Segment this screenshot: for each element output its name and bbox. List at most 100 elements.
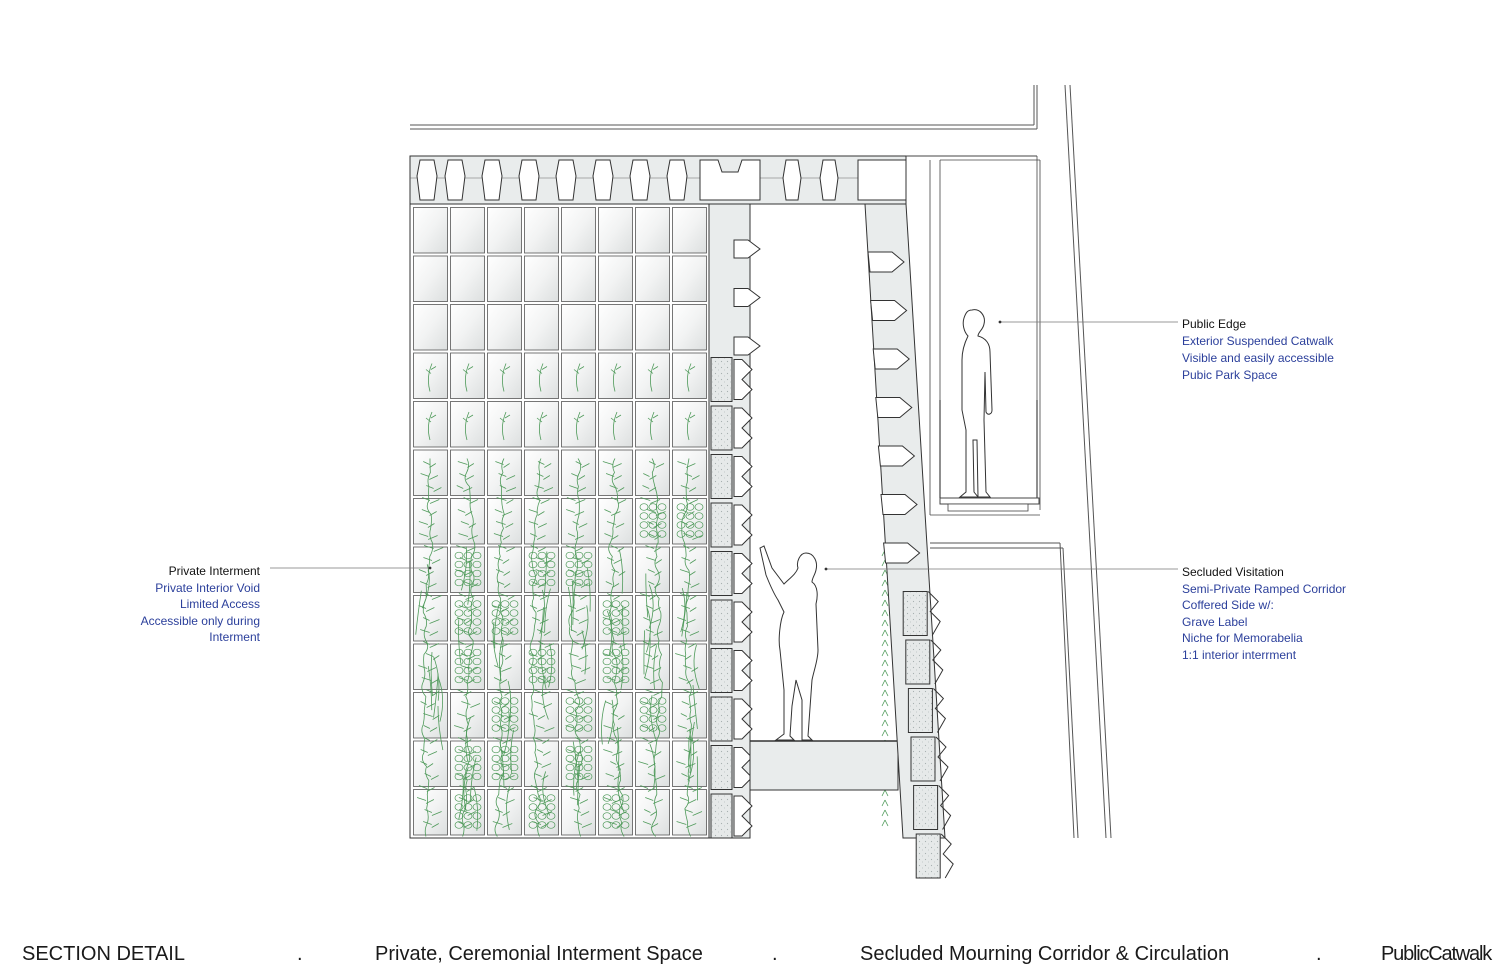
stone-icon <box>472 675 482 684</box>
stone-icon <box>611 609 621 617</box>
interment-cell <box>487 498 522 545</box>
stone-icon <box>537 812 547 820</box>
leaf-icon <box>499 593 516 600</box>
stone-icon <box>472 666 482 675</box>
leaf-icon <box>531 821 549 828</box>
leaf-icon <box>680 509 695 516</box>
stone-icon <box>648 697 658 705</box>
stone-icon <box>602 627 612 635</box>
vine-icon <box>681 458 692 837</box>
beam-coffer <box>444 159 466 201</box>
leaf-icon <box>881 799 889 807</box>
niche-coffer <box>733 504 753 546</box>
interment-cell <box>487 789 522 836</box>
corridor-left-wall <box>708 203 761 839</box>
stone-icon <box>657 530 667 538</box>
beam-coffer <box>592 159 614 201</box>
stone-icon <box>583 724 593 732</box>
stone-icon <box>694 530 704 538</box>
person-standing-icon <box>958 309 993 498</box>
leaf-icon <box>459 473 474 480</box>
leaf-icon <box>420 629 439 636</box>
stone-icon <box>620 675 630 684</box>
stone-icon <box>602 666 612 675</box>
leaf-icon <box>498 473 516 480</box>
leaf-icon <box>530 533 546 540</box>
niche-coffer <box>883 542 921 564</box>
leaf-icon <box>567 749 582 756</box>
leaf-icon <box>610 545 625 552</box>
leaf-icon <box>458 593 476 600</box>
stone-icon <box>694 512 704 520</box>
sprout-icon <box>684 411 696 441</box>
grass-icon <box>620 645 624 690</box>
stone-icon <box>583 551 593 560</box>
stone-icon <box>574 560 584 569</box>
leaf-icon <box>418 569 434 576</box>
leaf-icon <box>682 497 699 504</box>
leaf-icon <box>572 641 591 648</box>
leaf-icon <box>458 533 478 540</box>
leaf-icon <box>567 677 586 684</box>
interment-cell <box>672 449 707 496</box>
interment-cell <box>672 304 707 351</box>
grass-icon <box>430 652 433 697</box>
stone-icon <box>546 657 556 666</box>
interment-cell <box>672 352 707 399</box>
niche-coffer <box>733 407 753 449</box>
grass-icon <box>571 581 574 626</box>
grave-label-panel <box>710 502 733 548</box>
leaf-icon <box>570 797 589 804</box>
grass-icon <box>693 644 700 689</box>
niche-coffer <box>872 348 910 370</box>
leaf-icon <box>529 605 547 612</box>
stone-icon <box>583 560 593 569</box>
stone-icon <box>454 675 464 684</box>
sprout-icon <box>573 411 585 441</box>
grave-label-panel <box>907 688 933 733</box>
leaf-icon <box>604 509 621 516</box>
stone-icon <box>454 560 464 569</box>
grass-icon <box>540 644 547 690</box>
niche-coffer <box>733 795 753 837</box>
grave-label-panel <box>710 405 733 451</box>
grass-icon <box>421 564 430 609</box>
annotation-title: Private Interment <box>168 564 260 578</box>
niche-coffer <box>880 494 918 515</box>
leaf-icon <box>565 725 583 732</box>
leaf-icon <box>532 497 550 504</box>
leaf-icon <box>680 641 697 648</box>
grass-icon <box>586 567 591 612</box>
leaf-icon <box>684 581 700 588</box>
footer-separator: . <box>772 943 778 965</box>
leaf-icon <box>881 789 889 797</box>
leaf-icon <box>567 605 586 612</box>
interment-cell <box>561 304 596 351</box>
interment-cell <box>561 401 596 448</box>
sprout-icon <box>647 411 659 441</box>
interment-cell <box>635 207 670 254</box>
stone-icon <box>565 560 575 569</box>
stone-icon <box>574 715 584 723</box>
leaf-icon <box>640 701 659 708</box>
footer-public-catwalk: PublicCatwalk <box>1381 943 1492 965</box>
leaf-icon <box>606 677 625 684</box>
person-reaching-icon <box>759 545 819 741</box>
leaf-icon <box>567 569 585 576</box>
stone-icon <box>472 560 482 569</box>
stone-icon <box>639 512 649 520</box>
leaf-icon <box>683 545 697 552</box>
annotation-line: Niche for Memorabelia <box>1182 631 1303 645</box>
leaf-icon <box>493 701 509 708</box>
leaf-icon <box>532 593 549 600</box>
stone-icon <box>472 600 482 608</box>
grass-icon <box>499 637 504 682</box>
leaf-icon <box>455 569 473 576</box>
grass-icon <box>644 633 651 678</box>
stone-icon <box>509 697 519 705</box>
interment-cell <box>524 740 559 787</box>
leaf-icon <box>646 509 666 516</box>
sprout-icon <box>499 363 511 392</box>
niche-coffer <box>870 300 908 321</box>
annotation-line: Visible and easily accessible <box>1182 351 1334 365</box>
